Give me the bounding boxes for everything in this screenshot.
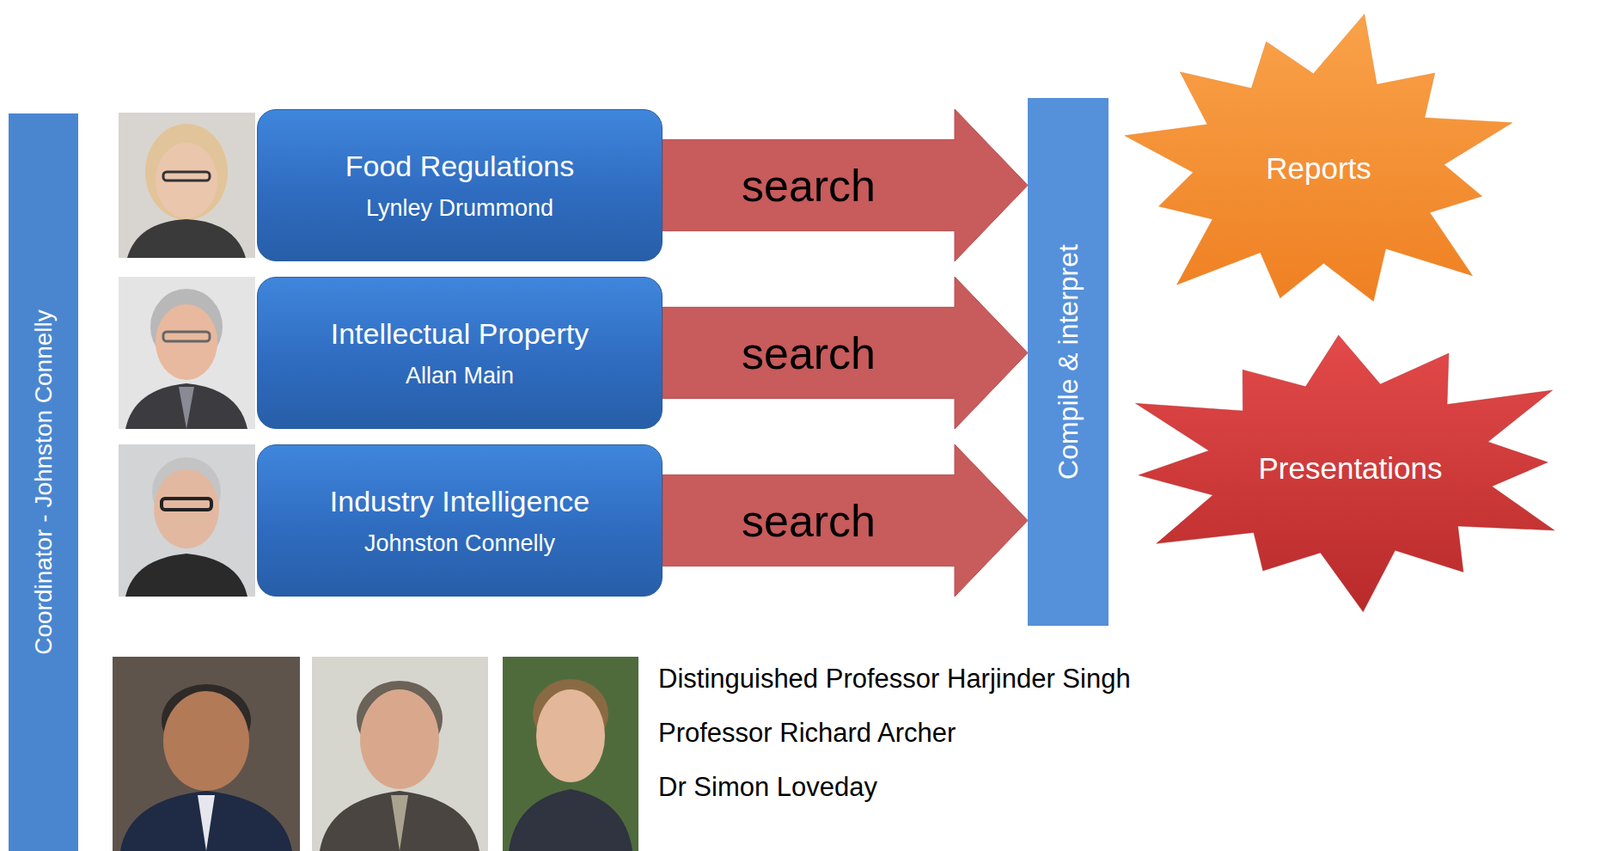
portrait-photo: [112, 656, 300, 851]
topic-box: Industry IntelligenceJohnston Connelly: [256, 444, 663, 597]
shoulders-shape: [120, 790, 293, 851]
topic-box: Food RegulationsLynley Drummond: [256, 109, 663, 262]
shoulders-shape: [125, 553, 248, 597]
coordinator-bar: Coordinator - Johnston Connelly: [8, 113, 79, 851]
advisor-name: Dr Simon Loveday: [658, 771, 878, 803]
photo-background: [118, 444, 256, 597]
tie-shape: [178, 386, 195, 429]
shoulders-shape: [319, 790, 480, 851]
person-name: Lynley Drummond: [366, 195, 554, 222]
portrait-photo: [118, 276, 256, 429]
compile-bar: Compile & interpret: [1027, 97, 1109, 626]
advisor-name: Distinguished Professor Harjinder Singh: [658, 663, 1131, 695]
topic-title: Industry Intelligence: [329, 484, 590, 519]
block-arrow: [662, 444, 1028, 597]
shoulders-shape: [125, 383, 248, 429]
arrow-label: search: [741, 159, 876, 212]
shirt-shape: [390, 794, 409, 851]
face-shape: [163, 690, 250, 791]
glasses-shape: [161, 498, 212, 510]
face-shape: [155, 304, 218, 380]
block-arrow: [662, 109, 1028, 262]
topic-title: Intellectual Property: [330, 317, 590, 351]
arrow-label: search: [741, 494, 876, 547]
starburst-shape: Presentations: [1109, 324, 1592, 612]
photo-background: [311, 656, 489, 851]
output-text: Reports: [1265, 151, 1372, 186]
photo-background: [502, 656, 639, 851]
photo-background: [118, 276, 256, 429]
glasses-shape: [163, 331, 210, 342]
glasses-shape: [163, 171, 210, 181]
topic-box: Intellectual PropertyAllan Main: [256, 276, 663, 429]
photo-background: [112, 656, 300, 851]
portrait-photo: [311, 656, 489, 851]
person-name: Allan Main: [405, 362, 514, 390]
shirt-shape: [197, 794, 215, 851]
starburst-fill: [1124, 13, 1513, 301]
topic-title: Food Regulations: [345, 149, 575, 184]
hair-shape: [145, 123, 228, 220]
face-shape: [536, 689, 605, 782]
output-text: Presentations: [1258, 451, 1442, 486]
block-arrow: [662, 276, 1028, 429]
person-name: Johnston Connelly: [364, 530, 556, 557]
starburst-shape: Reports: [1109, 10, 1528, 327]
portrait-photo: [118, 444, 256, 597]
portrait-photo: [118, 112, 256, 258]
compile-text: Compile & interpret: [1052, 244, 1085, 480]
face-shape: [153, 469, 220, 549]
photo-background: [118, 112, 256, 258]
shoulders-shape: [508, 788, 633, 851]
starburst-fill: [1135, 335, 1555, 612]
coordinator-text: Coordinator - Johnston Connelly: [30, 309, 58, 655]
face-shape: [155, 142, 218, 219]
arrow-label: search: [741, 327, 876, 379]
advisor-name: Professor Richard Archer: [658, 717, 956, 749]
face-shape: [360, 689, 440, 789]
portrait-photo: [502, 656, 639, 851]
shoulders-shape: [127, 219, 246, 258]
